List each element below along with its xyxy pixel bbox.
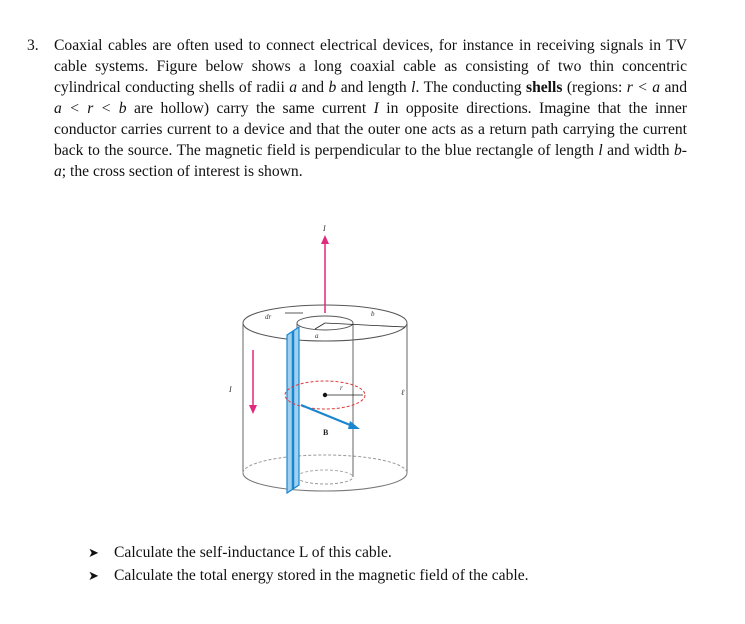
label-dr: dr [265,313,272,321]
task-list: ➤ Calculate the self-inductance L of thi… [88,541,529,587]
symbol-I: I [373,100,379,117]
label-I-left: I [228,385,232,394]
task-text: Calculate the self-inductance L of this … [114,544,392,561]
problem-number: 3. [27,37,39,54]
symbol-b: b [328,79,337,96]
radius-a-line [314,322,326,330]
problem-text: Coaxial cables are often used to connect… [54,37,688,180]
field-loop [284,380,366,410]
width-expression: b-a [54,142,687,180]
outer-shell-bottom [242,472,408,492]
current-arrowhead-up [321,235,329,244]
label-a: a [315,332,319,340]
label-b: b [371,310,375,318]
bullet-arrow-icon: ➤ [88,568,99,583]
task-text: Calculate the total energy stored in the… [114,567,529,584]
symbol-l: l [411,79,416,96]
label-l: ℓ [401,388,405,397]
symbol-l-2: l [598,142,603,159]
label-B: B [323,428,329,437]
current-arrowhead-down [249,405,257,414]
b-field-vector [300,403,356,429]
outer-shell-bottom-hidden [242,454,408,474]
problem-statement: 3. Coaxial cables are often used to conn… [27,35,687,182]
inner-shell-bottom [296,476,354,485]
label-I-top: I [322,224,326,233]
symbol-a: a [289,79,298,96]
task-item: ➤ Calculate the total energy stored in t… [88,564,529,587]
bullet-arrow-icon: ➤ [88,545,99,560]
b-field-arrowhead [348,421,360,429]
task-item: ➤ Calculate the self-inductance L of thi… [88,541,529,564]
radius-b-line [324,322,406,328]
inner-shell-bottom-back [296,469,354,478]
region-inner: r < a [626,79,661,96]
region-between: a < r < b [54,100,127,117]
label-r: r [340,384,343,392]
bold-shells: shells [526,79,563,96]
coaxial-cable-figure: dr b a I I r B ℓ [228,224,408,495]
